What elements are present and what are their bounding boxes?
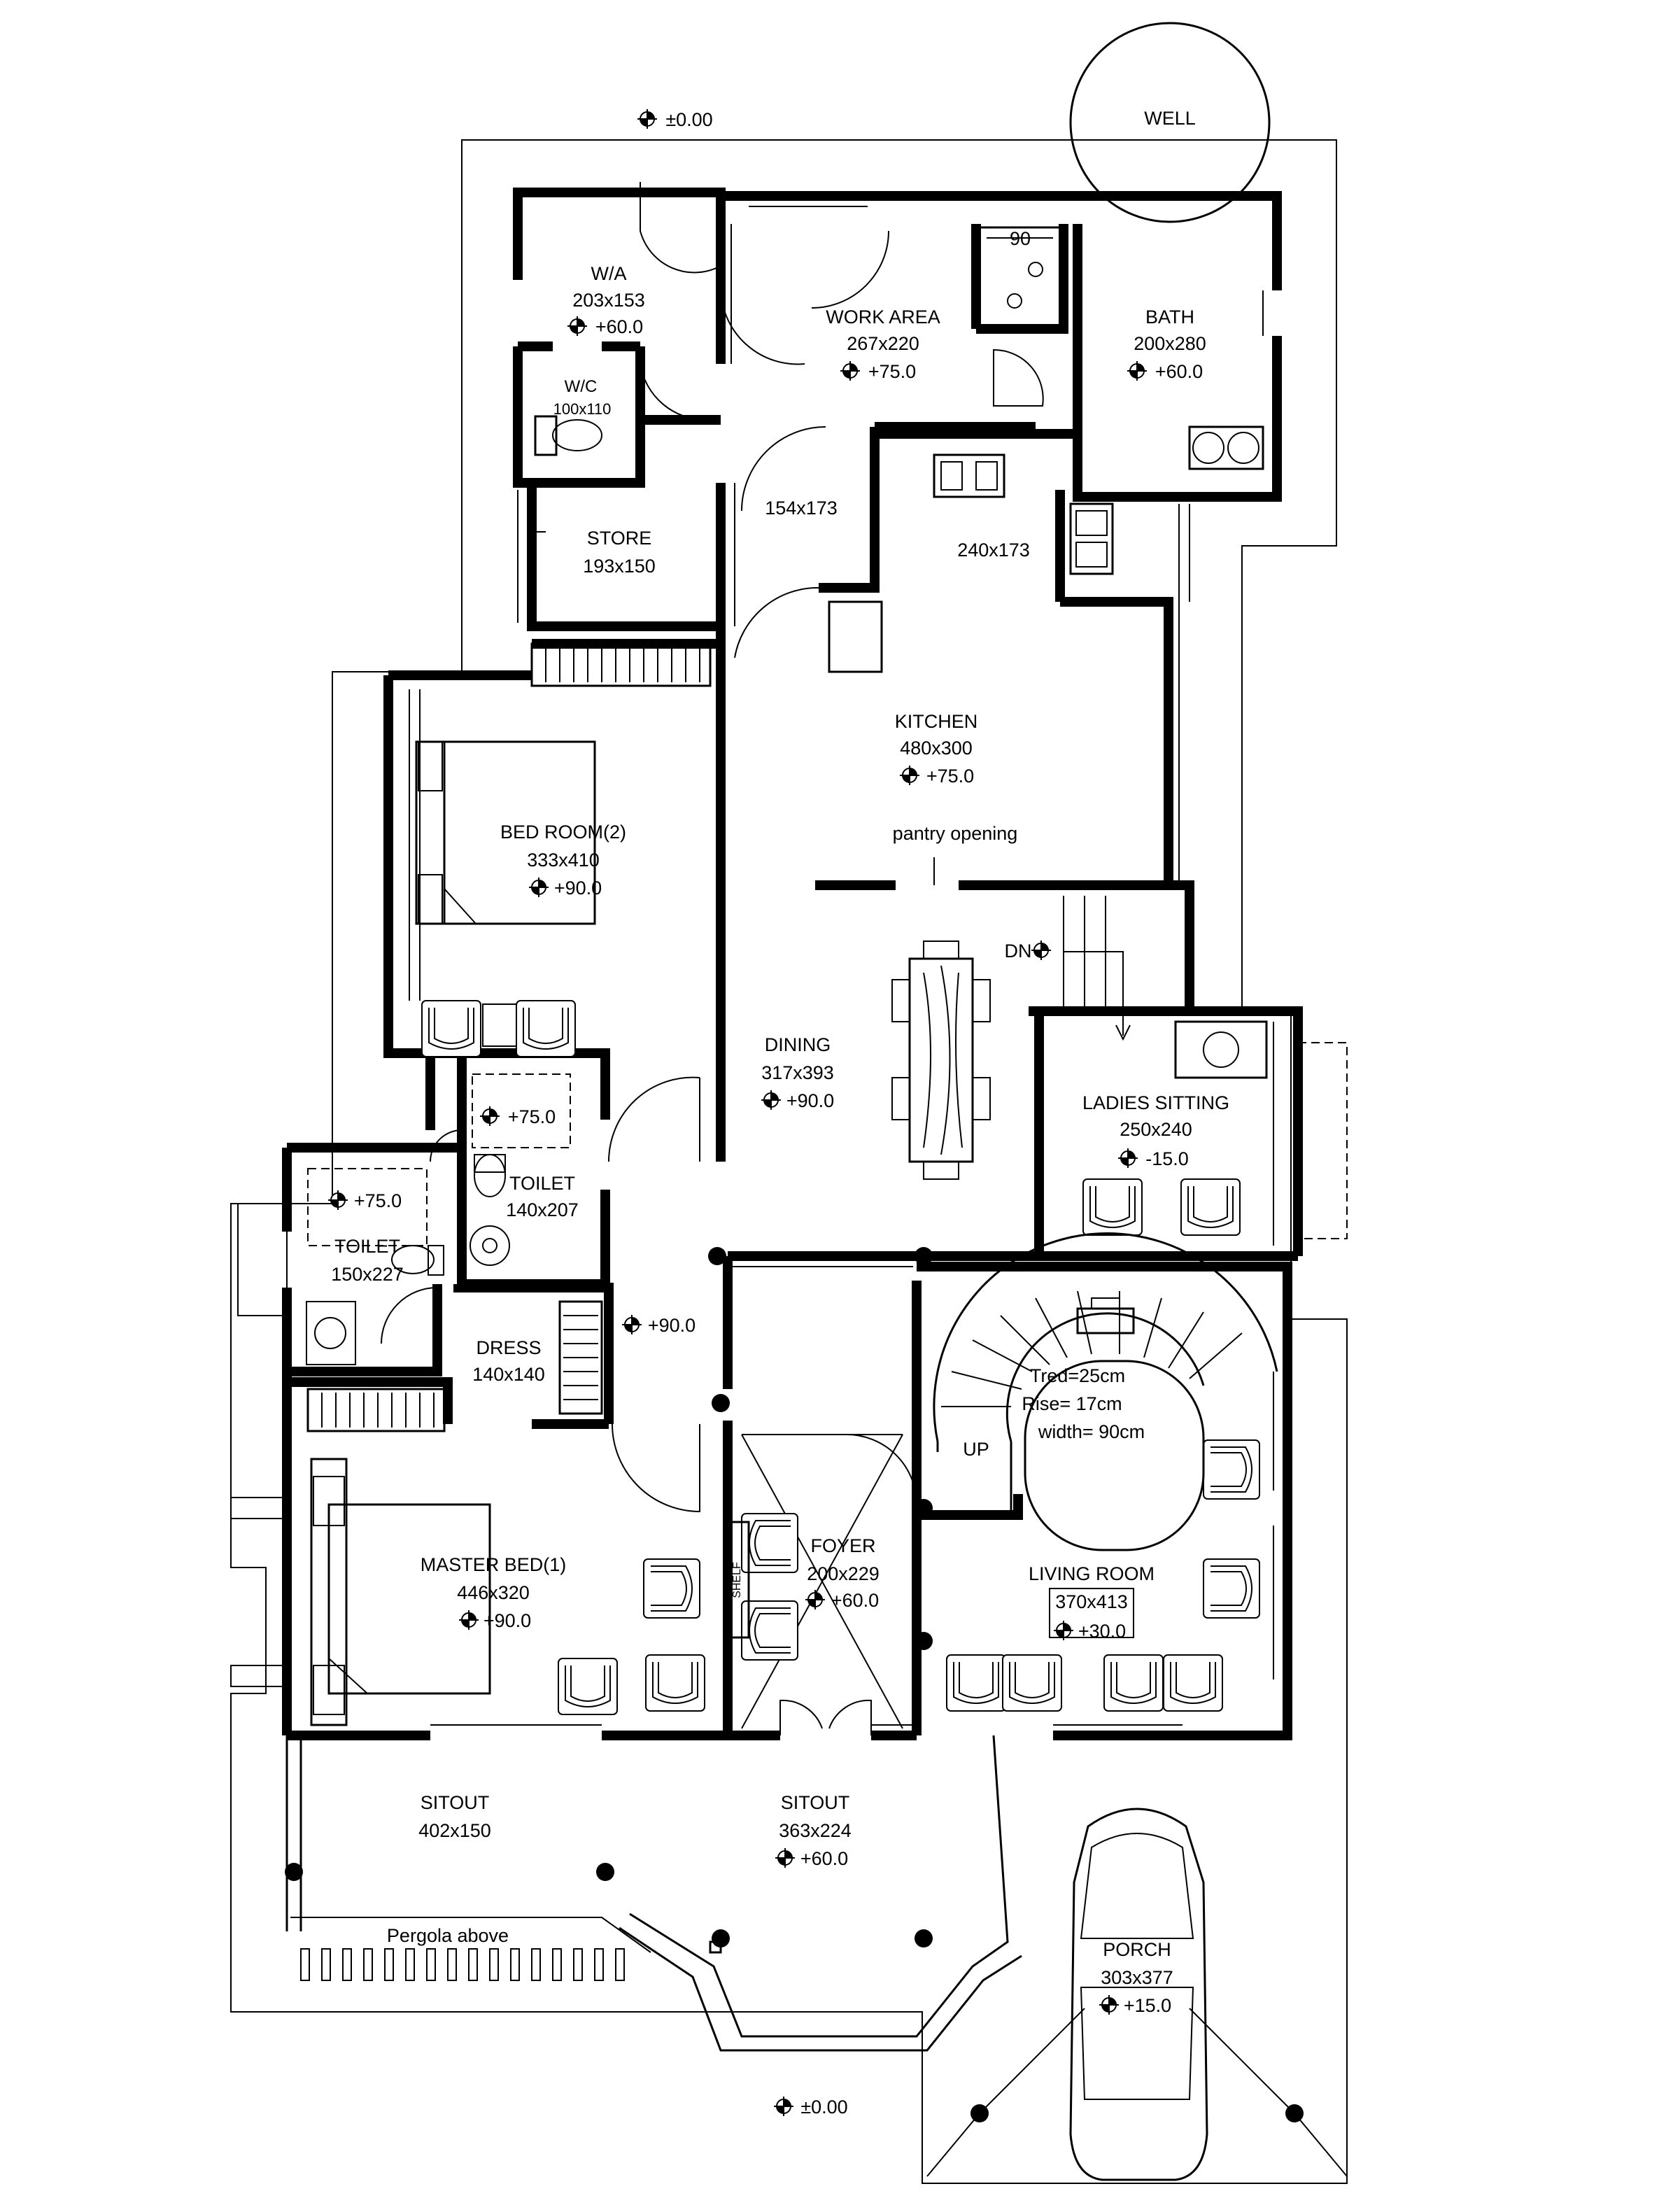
dress-name: DRESS [476,1337,541,1358]
living-size: 370x413 [1055,1591,1128,1612]
dn-label: DN [1005,941,1032,961]
ladies-name: LADIES SITTING [1082,1092,1229,1113]
bed2-level: +90.0 [554,878,602,899]
bath-size: 200x280 [1134,333,1206,354]
furniture [306,226,1278,1726]
wc-name: W/C [565,377,598,396]
sitout2-name: SITOUT [781,1792,850,1813]
room-labels: ±0.00 WELL W/A 203x153 +60.0 W/C 100x110… [327,108,1229,2118]
kitchen-level: +75.0 [926,766,974,787]
work-dim: 90 [1010,228,1031,249]
work-area-name: WORK AREA [826,307,940,327]
foyer-size: 200x229 [807,1563,880,1584]
ladies-size: 250x240 [1120,1119,1192,1140]
stair-rise: Rise= 17cm [1022,1393,1122,1414]
sitout-outline [230,1042,1348,2181]
sitout1-size: 402x150 [418,1820,491,1841]
porch-level: +15.0 [1124,1995,1171,2016]
site-boundary [230,139,1348,2184]
dashed-lines [741,1434,1348,2177]
ladies-level: -15.0 [1145,1148,1189,1169]
toilet2-size: 140x207 [506,1199,579,1220]
well-label: WELL [1144,108,1196,129]
pantry-opening: pantry opening [893,823,1018,844]
pergola-label: Pergola above [387,1925,509,1946]
site-level-top: ±0.00 [665,109,712,130]
master-name: MASTER BED(1) [421,1554,567,1575]
door-swings [381,182,1044,1735]
porch-size: 303x377 [1101,1967,1173,1988]
sitout1-name: SITOUT [421,1792,490,1813]
toilet2-name: TOILET [509,1173,575,1194]
bath-level: +60.0 [1155,361,1203,382]
window-lines [409,206,1274,1726]
passage-size: 154x173 [765,498,838,519]
work-area-size: 267x220 [847,333,919,354]
stair-width: width= 90cm [1038,1421,1145,1442]
foyer-name: FOYER [810,1535,875,1556]
corridor-level: +90.0 [648,1315,696,1336]
living-name: LIVING ROOM [1029,1563,1155,1584]
bath-name: BATH [1145,307,1194,327]
dining-level: +90.0 [786,1090,834,1111]
kitchen-size: 480x300 [900,738,973,759]
well [1069,22,1271,223]
toilet1-level: +75.0 [354,1190,402,1211]
site-level-bottom: ±0.00 [800,2097,847,2118]
sitout2-level: +60.0 [800,1848,848,1869]
dress-size: 140x140 [472,1364,545,1385]
dining-size: 317x393 [761,1062,834,1083]
shelf-label: SHELF [731,1562,743,1598]
foyer-level: +60.0 [831,1590,879,1611]
store-name: STORE [587,528,652,549]
bed2-size: 333x410 [527,850,600,871]
kitchen-ext-size: 240x173 [957,540,1030,561]
living-level: +30.0 [1078,1621,1126,1642]
store-size: 193x150 [583,556,656,577]
work-area-level: +75.0 [868,361,916,382]
wardrobes [306,642,712,1432]
sitout2-size: 363x224 [779,1820,852,1841]
wc-size: 100x110 [553,400,612,418]
toilet2-level: +75.0 [508,1106,556,1127]
bed2-name: BED ROOM(2) [500,822,626,843]
master-size: 446x320 [457,1582,530,1603]
columns [285,1247,1304,2122]
stair-up: UP [963,1439,989,1460]
toilet1-name: TOILET [334,1236,400,1257]
kitchen-name: KITCHEN [895,711,978,732]
porch-name: PORCH [1103,1939,1171,1960]
wa-name: W/A [591,263,627,284]
wa-level: +60.0 [595,316,643,337]
wa-size: 203x153 [572,290,645,311]
master-level: +90.0 [483,1610,531,1631]
toilet1-size: 150x227 [331,1264,404,1285]
dining-name: DINING [765,1034,831,1055]
stair-tread: Tred=25cm [1030,1365,1125,1386]
